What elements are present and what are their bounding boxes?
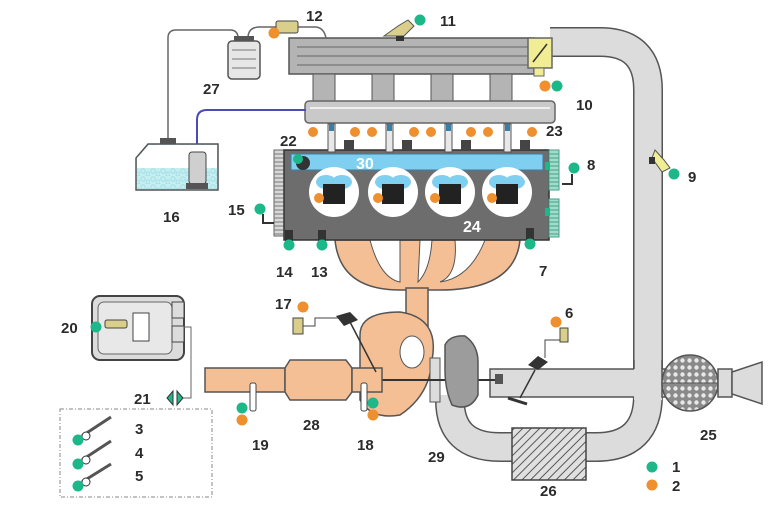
label-10: 10 [576,97,593,114]
air-mass-sensor-9 [649,149,680,180]
camshaft-sensor-15 [254,203,274,224]
sensor-5 [72,462,112,492]
exhaust-pipe [204,359,383,401]
wastegate-actuator [292,301,377,373]
lambda-sensor-18 [360,382,379,421]
component-labels: 1 2 3 4 5 6 7 8 9 10 11 12 13 14 15 16 1… [61,8,717,500]
label-18: 18 [357,437,374,454]
label-8: 8 [587,157,595,174]
label-27: 27 [203,81,220,98]
label-19: 19 [252,437,269,454]
speed-sensor-8 [562,162,580,185]
label-26: 26 [540,483,557,500]
sensor-4 [72,439,112,470]
fuel-tank [135,138,219,191]
cylinders [309,167,532,217]
pedal-sensors-box [59,408,213,498]
ecu [90,295,192,399]
cylinder-4 [482,167,532,217]
label-23: 23 [546,123,563,140]
charcoal-canister [227,36,261,80]
air-filter [661,354,763,412]
knock-sensor-14 [283,230,295,251]
label-17: 17 [275,296,292,313]
label-29: 29 [428,449,445,466]
bypass-valve [507,316,569,406]
label-11: 11 [440,13,456,30]
label-28: 28 [303,417,320,434]
label-4: 4 [135,445,144,462]
diagnostic-connector [166,389,184,407]
legend [646,461,658,491]
injector-2 [367,123,419,153]
label-25: 25 [700,427,717,444]
cylinder-1 [309,167,359,217]
crankshaft-sensor-7 [524,228,536,250]
label-7: 7 [539,263,547,280]
label-12: 12 [306,8,323,25]
injector-1 [308,123,360,153]
lambda-sensor-19 [236,382,257,426]
label-30: 30 [356,156,374,173]
injectors-row [308,123,537,153]
intake-manifold [288,37,556,124]
temperature-sensor-13 [316,230,328,251]
throttle-sensors-10 [539,80,563,92]
label-13: 13 [311,264,328,281]
label-5: 5 [135,468,143,485]
label-6: 6 [565,305,573,322]
intercooler [511,427,587,481]
label-16: 16 [163,209,180,226]
label-3: 3 [135,421,143,438]
label-21: 21 [134,391,151,408]
label-22: 22 [280,133,297,150]
label-1: 1 [672,459,680,476]
label-9: 9 [688,169,696,186]
label-2: 2 [672,478,680,495]
cylinder-3 [425,167,475,217]
map-sensor [382,14,426,41]
label-14: 14 [276,264,293,281]
injector-4 [483,123,537,153]
throttle-body [527,37,553,77]
legend-actuator-marker [646,479,658,491]
turbocharger [359,311,503,417]
sensor-3 [72,415,112,446]
purge-valve [268,20,299,39]
label-15: 15 [228,202,245,219]
injector-3 [426,123,476,153]
exhaust-manifold [334,239,521,331]
label-24: 24 [463,219,481,236]
intake-pipe [435,27,671,462]
cylinder-2 [368,167,418,217]
label-20: 20 [61,320,78,337]
legend-sensor-marker [646,461,658,473]
